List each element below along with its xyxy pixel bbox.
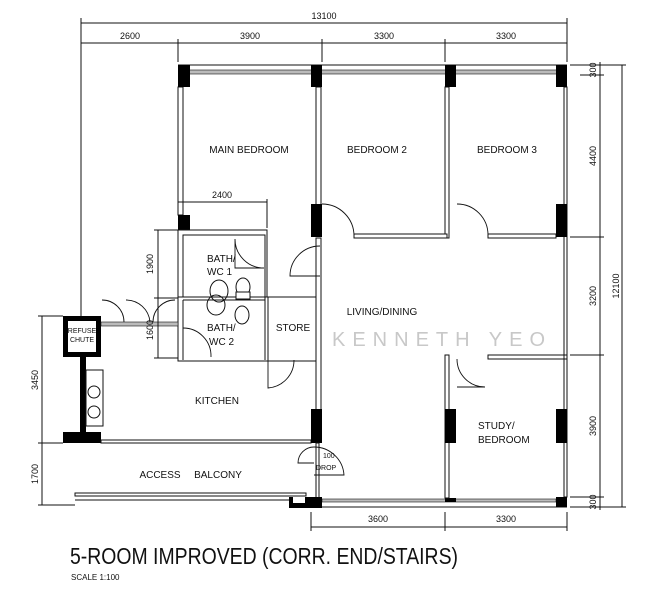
label-bath2-line1: BATH/ <box>207 323 236 334</box>
door-drop-leaf <box>297 446 315 464</box>
top-dimensions: 13100 2600 3900 3300 3300 <box>80 11 568 320</box>
door-drop <box>313 446 345 476</box>
label-store: STORE <box>276 323 311 334</box>
label-main-bedroom: MAIN BEDROOM <box>209 145 288 156</box>
label-study-line1: STUDY/ <box>478 421 515 432</box>
door-entrance-3 <box>152 299 176 323</box>
dim-right-5: 300 <box>588 494 598 509</box>
label-refuse: REFUSE <box>68 328 97 335</box>
dim-top-2: 3900 <box>240 31 260 41</box>
dim-left-2: 1700 <box>30 464 40 484</box>
label-access: ACCESS <box>139 470 180 481</box>
dim-right-2: 4400 <box>588 146 598 166</box>
door-bath2 <box>182 327 212 358</box>
dim-bath1-depth: 1900 <box>145 254 155 274</box>
left-dimensions: 3450 1700 <box>30 315 75 506</box>
door-study <box>456 358 486 388</box>
dim-bottom-1: 3600 <box>368 514 388 524</box>
watermark: KENNETH YEO <box>332 329 552 351</box>
label-drop-size: 100 <box>323 453 335 460</box>
label-bedroom3: BEDROOM 3 <box>477 145 537 156</box>
door-entrance-2 <box>125 299 151 323</box>
dim-right-3: 3200 <box>588 286 598 306</box>
label-balcony: BALCONY <box>194 470 242 481</box>
door-store <box>267 359 295 389</box>
room-labels: MAIN BEDROOM BEDROOM 2 BEDROOM 3 BATH/ W… <box>68 145 538 481</box>
dim-right-1: 300 <box>588 62 598 77</box>
right-dimensions: 300 4400 3200 3900 300 12100 <box>570 62 626 510</box>
door-bath1 <box>234 238 265 269</box>
bottom-dimensions: 3600 3300 <box>310 512 568 531</box>
dim-top-3: 3300 <box>374 31 394 41</box>
dim-overall-depth: 12100 <box>611 273 621 298</box>
label-study-line2: BEDROOM <box>478 435 530 446</box>
label-chute: CHUTE <box>70 337 94 344</box>
label-bedroom2: BEDROOM 2 <box>347 145 407 156</box>
dim-bath-width: 2400 <box>212 190 232 200</box>
door-main-bedroom <box>289 245 321 277</box>
label-living-dining: LIVING/DINING <box>347 307 418 318</box>
label-bath1-line2: WC 1 <box>207 267 232 278</box>
dim-top-1: 2600 <box>120 31 140 41</box>
doors <box>101 203 489 476</box>
door-entrance-1 <box>101 299 125 323</box>
toilet-fixtures <box>206 277 251 325</box>
door-bedroom2 <box>321 203 355 237</box>
plan-scale: SCALE 1:100 <box>71 573 120 582</box>
label-kitchen: KITCHEN <box>195 396 239 407</box>
interior-dimensions: 2400 1900 1600 <box>145 190 268 359</box>
door-bedroom3 <box>456 203 489 236</box>
label-drop: DROP <box>316 465 337 472</box>
label-bath1-line1: BATH/ <box>207 254 236 265</box>
dim-right-4: 3900 <box>588 416 598 436</box>
dim-overall-width: 13100 <box>311 11 336 21</box>
dim-bottom-2: 3300 <box>496 514 516 524</box>
label-bath2-line2: WC 2 <box>209 337 234 348</box>
dim-left-1: 3450 <box>30 370 40 390</box>
plan-title: 5-ROOM IMPROVED (CORR. END/STAIRS) <box>70 543 458 569</box>
dim-bath2-depth: 1600 <box>145 320 155 340</box>
dim-top-4: 3300 <box>496 31 516 41</box>
